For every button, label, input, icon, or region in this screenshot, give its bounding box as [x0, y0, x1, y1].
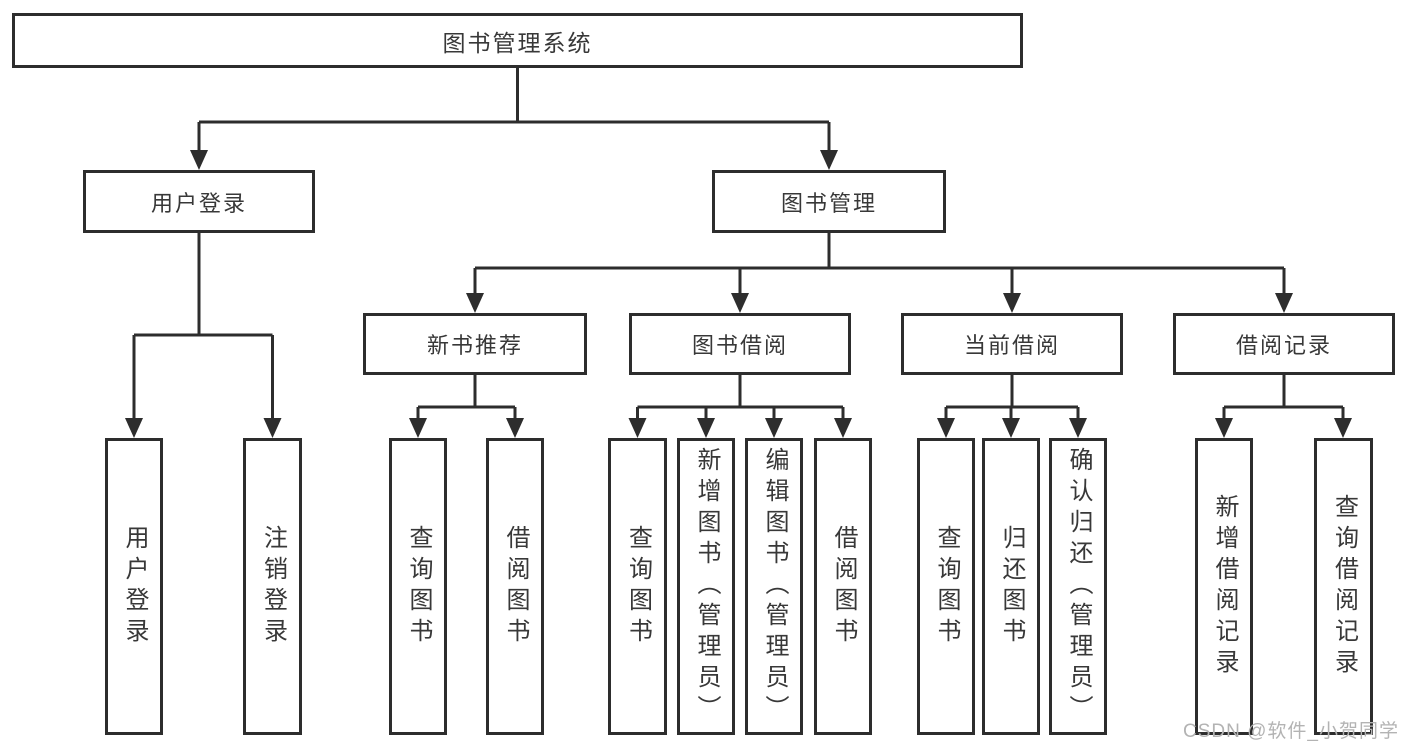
- arrowhead-icon: [697, 418, 715, 438]
- leaf-query-borrow-record: 查询借阅记录: [1314, 438, 1373, 735]
- leaf-query-books-current: 查询图书: [917, 438, 975, 735]
- arrowhead-icon: [466, 293, 484, 313]
- leaf-logout: 注销登录: [243, 438, 302, 735]
- edges-new-book-recommend-children: [409, 375, 524, 438]
- node-new-book-recommend: 新书推荐: [363, 313, 587, 375]
- edges-borrow-records-children: [1215, 375, 1352, 438]
- leaf-edit-book-admin: 编辑图书（管理员）: [745, 438, 803, 735]
- arrowhead-icon: [834, 418, 852, 438]
- leaf-add-borrow-record: 新增借阅记录: [1195, 438, 1253, 735]
- csdn-watermark: CSDN @软件_小贺同学: [1183, 721, 1399, 742]
- leaf-borrow-books: 借阅图书: [814, 438, 872, 735]
- edges-root-to-level2: [190, 68, 838, 170]
- arrowhead-icon: [820, 150, 838, 170]
- node-book-management: 图书管理: [712, 170, 946, 233]
- arrowhead-icon: [506, 418, 524, 438]
- leaf-confirm-return-admin: 确认归还（管理员）: [1049, 438, 1107, 735]
- leaf-borrow-books-recommend: 借阅图书: [486, 438, 544, 735]
- leaf-query-books-borrow: 查询图书: [608, 438, 667, 735]
- leaf-add-book-admin: 新增图书（管理员）: [677, 438, 735, 735]
- arrowhead-icon: [1334, 418, 1352, 438]
- arrowhead-icon: [628, 418, 647, 438]
- node-root-system: 图书管理系统: [12, 13, 1023, 68]
- arrowhead-icon: [1003, 293, 1021, 313]
- arrowhead-icon: [190, 150, 208, 170]
- edges-book-borrow-children: [628, 375, 852, 438]
- edges-user-login-children: [125, 233, 282, 438]
- arrowhead-icon: [125, 418, 143, 438]
- leaf-return-books: 归还图书: [982, 438, 1040, 735]
- node-book-borrow: 图书借阅: [629, 313, 851, 375]
- leaf-user-login: 用户登录: [105, 438, 163, 735]
- arrowhead-icon: [731, 293, 749, 313]
- node-current-borrow: 当前借阅: [901, 313, 1123, 375]
- arrowhead-icon: [1215, 418, 1233, 438]
- node-borrow-records: 借阅记录: [1173, 313, 1395, 375]
- arrowhead-icon: [263, 418, 282, 438]
- node-user-login: 用户登录: [83, 170, 315, 233]
- arrowhead-icon: [1275, 293, 1293, 313]
- edges-book-management-to-level3: [466, 233, 1293, 313]
- arrowhead-icon: [765, 418, 783, 438]
- leaf-query-books-recommend: 查询图书: [389, 438, 447, 735]
- arrowhead-icon: [937, 418, 955, 438]
- arrowhead-icon: [1002, 418, 1020, 438]
- arrowhead-icon: [1069, 418, 1087, 438]
- arrowhead-icon: [409, 418, 427, 438]
- edges-current-borrow-children: [937, 375, 1087, 438]
